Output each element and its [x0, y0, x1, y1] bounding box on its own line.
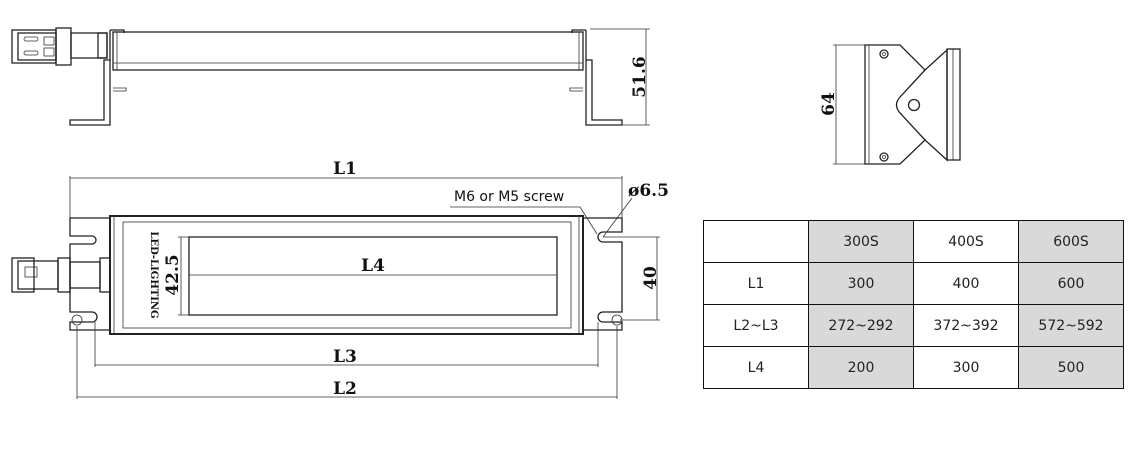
table-cell: 300: [913, 346, 1019, 389]
end-view: 64: [819, 44, 961, 165]
led-lighting-logo: LED-LIGHTING: [148, 231, 159, 318]
height-dimension-51-6: 51.6: [630, 56, 650, 97]
table-cell: 200: [808, 346, 914, 389]
column-header-600s: 600S: [1018, 220, 1124, 263]
dimension-l1: L1: [333, 159, 357, 179]
table-cell: 372~392: [913, 304, 1019, 347]
mount-spacing-dimension: 40: [641, 266, 661, 290]
front-view: L1 L4 42.5 LED-LIGHTING 40 M6 or M5 sc: [11, 159, 669, 399]
column-header-300s: 300S: [808, 220, 914, 263]
table-row: L4 200 300 500: [703, 346, 1124, 389]
table-cell: [703, 220, 809, 263]
top-view: 51.6: [11, 27, 650, 126]
row-label: L2~L3: [703, 304, 809, 347]
connector-icon: [11, 257, 111, 293]
table-header-row: 300S 400S 600S: [703, 220, 1124, 263]
dimension-l3: L3: [333, 347, 357, 367]
table-cell: 272~292: [808, 304, 914, 347]
connector-icon: [11, 27, 108, 66]
dimension-l2: L2: [333, 379, 357, 399]
table-row: L1 300 400 600: [703, 262, 1124, 305]
table-row: L2~L3 272~292 372~392 572~592: [703, 304, 1124, 347]
table-cell: 400: [913, 262, 1019, 305]
model-dimension-table: 300S 400S 600S L1 300 400 600 L2~L3 272~…: [703, 220, 1124, 389]
end-height-dimension: 64: [819, 92, 839, 116]
column-header-400s: 400S: [913, 220, 1019, 263]
table-cell: 500: [1018, 346, 1124, 389]
table-cell: 572~592: [1018, 304, 1124, 347]
row-label: L1: [703, 262, 809, 305]
table-cell: 300: [808, 262, 914, 305]
dimension-l4: L4: [361, 256, 385, 276]
screw-note: M6 or M5 screw: [454, 189, 564, 205]
window-height-dimension: 42.5: [163, 254, 183, 295]
hole-diameter-dimension: ø6.5: [628, 181, 669, 201]
row-label: L4: [703, 346, 809, 389]
table-cell: 600: [1018, 262, 1124, 305]
